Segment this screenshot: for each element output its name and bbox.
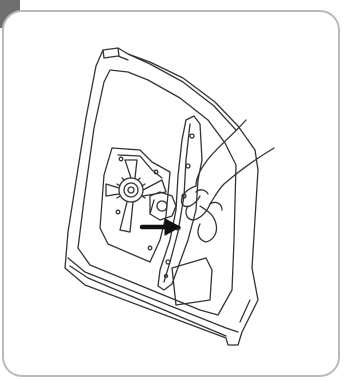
vesa-plate — [100, 148, 170, 262]
hub-outer — [119, 178, 143, 202]
hub-inner — [124, 183, 138, 197]
bracket-lower — [172, 258, 212, 305]
hinge-bracket — [150, 192, 176, 220]
arm — [196, 120, 246, 186]
monitor-back-panel — [65, 48, 258, 345]
